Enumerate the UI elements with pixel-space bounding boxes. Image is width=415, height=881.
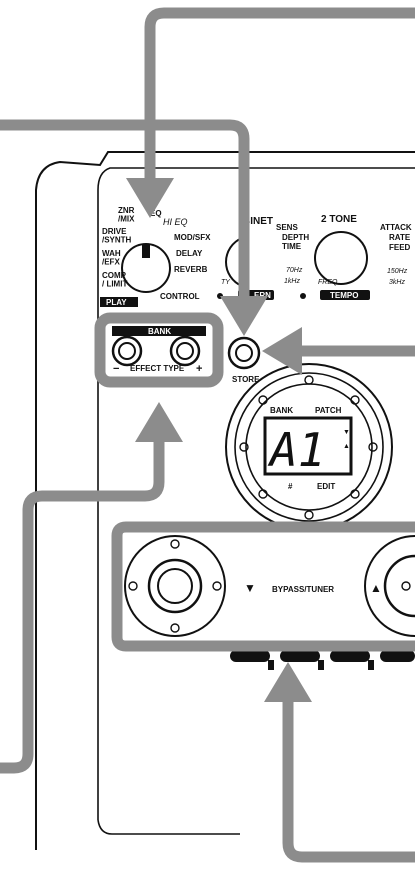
- left-footswitch[interactable]: [124, 535, 226, 637]
- footswitch-down-arrow: ▼: [244, 581, 256, 595]
- right-footswitch[interactable]: [364, 535, 415, 637]
- cabinet-knob[interactable]: [225, 237, 243, 287]
- label-rate: RATE: [389, 233, 411, 242]
- label-bypass-tuner: BYPASS/TUNER: [272, 585, 334, 594]
- label-depth: DEPTH: [282, 233, 309, 242]
- label-freq: FREQ: [318, 279, 338, 286]
- two-tone-knob[interactable]: [314, 231, 368, 285]
- label-150hz: 150Hz: [387, 268, 408, 275]
- label-cabinet: BINET: [243, 216, 273, 227]
- display-panel: BANK PATCH A1 ▼ ▲ # EDIT: [225, 363, 393, 531]
- label-minus: −: [113, 363, 119, 375]
- footswitch-highlight: [111, 521, 415, 652]
- callout-frames: [94, 312, 415, 652]
- label-2tone: 2 TONE: [321, 214, 357, 225]
- arrowhead-bank-up: [135, 402, 183, 442]
- lcd-arrow-up: ▼: [343, 429, 350, 436]
- arrowhead-footswitch-up: [264, 662, 312, 702]
- label-control: CONTROL: [160, 292, 200, 301]
- label-delay: DELAY: [176, 249, 203, 258]
- label-pattern: ERN: [254, 291, 271, 300]
- lcd-display: [263, 416, 353, 476]
- two-tone-knob-group: 2 TONE ATTACK RATE FEED FREQ 150Hz 3kHz …: [300, 214, 412, 300]
- label-edit: EDIT: [317, 482, 335, 491]
- callout-line-footswitch: [282, 700, 415, 863]
- brand-logo: [230, 650, 415, 670]
- label-3khz: 3kHz: [389, 279, 405, 286]
- footswitch-area: ▼ BYPASS/TUNER ▲: [124, 535, 415, 637]
- effect-selector: ZNR/MIX EQ HI EQ MOD/SFX DRIVE/SYNTH DEL…: [100, 206, 211, 307]
- bank-down-button[interactable]: [111, 335, 143, 367]
- bank-buttons: BANK − EFFECT TYPE +: [111, 326, 206, 375]
- bank-buttons-highlight: [94, 312, 224, 388]
- label-wah: WAH/EFX: [102, 249, 121, 266]
- callout-line-store: [0, 119, 250, 298]
- lcd-readout: A1: [267, 423, 325, 477]
- label-70hz: 70Hz: [286, 267, 303, 274]
- label-store: STORE: [232, 375, 260, 384]
- label-display-patch: PATCH: [315, 406, 342, 415]
- label-effect-type: EFFECT TYPE: [130, 364, 185, 373]
- store-button[interactable]: [227, 336, 261, 370]
- label-drive: DRIVE/SYNTH: [102, 227, 132, 244]
- label-reverb: REVERB: [174, 265, 208, 274]
- callout-arrows: [0, 7, 415, 863]
- label-tempo: TEMPO: [330, 291, 358, 300]
- label-attack: ATTACK: [380, 223, 412, 232]
- cabinet-knob-group: BINET SENS DEPTH TIME 70Hz 1kHz TY ERN: [217, 216, 309, 300]
- label-time: TIME: [282, 242, 302, 251]
- callout-line-bank: [0, 440, 165, 774]
- label-display-bank: BANK: [270, 406, 293, 415]
- label-1khz: 1kHz: [284, 278, 300, 285]
- label-mod-sfx: MOD/SFX: [174, 233, 211, 242]
- label-ty: TY: [221, 279, 231, 286]
- store-button-group: STORE: [227, 336, 261, 384]
- bank-up-button[interactable]: [169, 335, 201, 367]
- device-body: [35, 151, 415, 850]
- arrowhead-store-left: [262, 327, 302, 375]
- label-bank: BANK: [148, 327, 171, 336]
- label-play: PLAY: [106, 298, 127, 307]
- label-plus: +: [196, 363, 202, 375]
- label-sens: SENS: [276, 223, 298, 232]
- lcd-arrow-down: ▲: [343, 443, 350, 450]
- label-eq: EQ: [150, 209, 162, 218]
- arrowhead-selector: [126, 178, 174, 218]
- callout-arrowheads: [126, 178, 312, 702]
- callout-line-selector: [144, 7, 415, 180]
- label-znr: ZNR/MIX: [118, 206, 135, 223]
- footswitch-up-arrow: ▲: [370, 581, 382, 595]
- label-feed: FEED: [389, 243, 411, 252]
- arrowhead-store-down: [220, 296, 268, 336]
- label-comp: COMP/ LIMIT: [102, 271, 127, 288]
- label-hi-eq: HI EQ: [163, 217, 188, 227]
- label-hash: #: [288, 482, 293, 491]
